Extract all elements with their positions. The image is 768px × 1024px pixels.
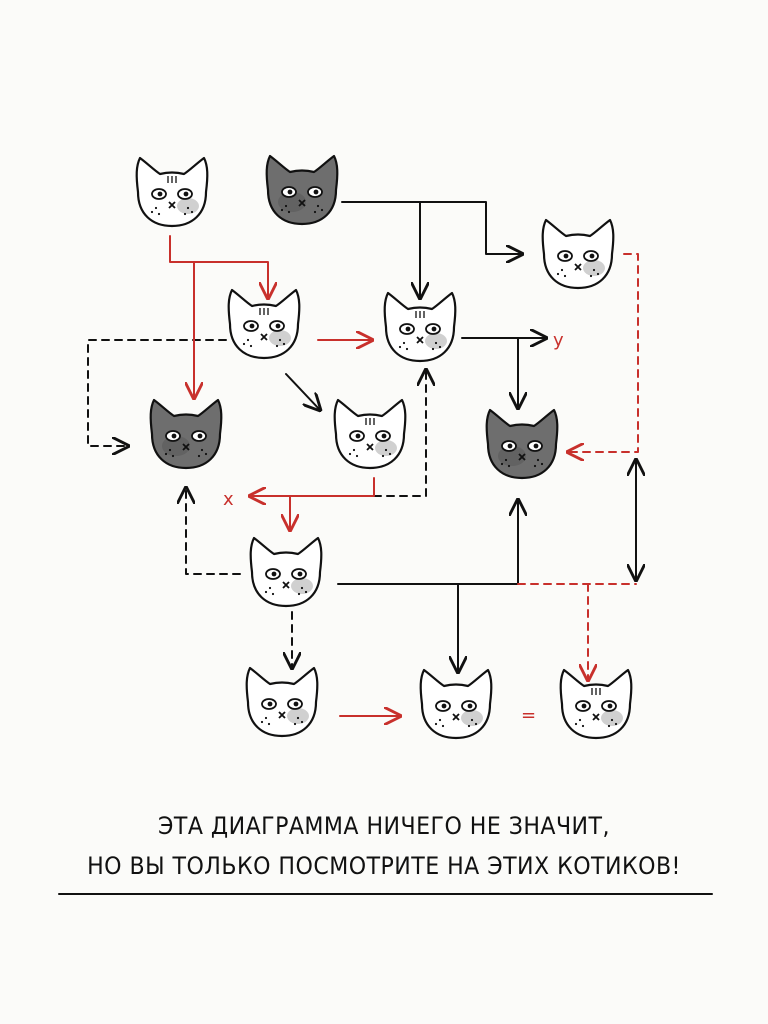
cat-face-icon: [135, 156, 209, 228]
cat-face-icon: [227, 288, 301, 360]
black-arrow: [285, 373, 320, 410]
black-arrow: [186, 488, 241, 575]
cat-face-icon: [419, 668, 493, 740]
cat-faces: [135, 154, 633, 740]
caption-line-2: НО ВЫ ТОЛЬКО ПОСМОТРИТЕ НА ЭТИХ КОТИКОВ!: [87, 852, 681, 880]
cat-face-icon: [245, 666, 319, 738]
cat-face-icon: [149, 398, 223, 470]
cat-face-icon: [333, 398, 407, 470]
caption-line-1: ЭТА ДИАГРАММА НИЧЕГО НЕ ЗНАЧИТ,: [158, 812, 610, 840]
caption-underline: [58, 893, 713, 895]
black-arrow: [341, 201, 522, 254]
cat-face-icon: [541, 218, 615, 290]
y-label: y: [553, 330, 564, 351]
black-arrow: [373, 370, 426, 497]
black-arrow: [337, 500, 518, 585]
cat-face-icon: [383, 291, 457, 363]
cat-face-icon: [559, 668, 633, 740]
red-arrow: [568, 253, 639, 452]
black-arrow: [87, 339, 227, 446]
cat-face-icon: [485, 408, 559, 480]
diagram-symbols: y x =: [223, 330, 564, 726]
cat-face-icon: [265, 154, 339, 226]
equals-sign: =: [521, 705, 536, 726]
red-arrow: [250, 477, 375, 496]
connector-arrows: [87, 201, 639, 716]
red-arrow: [169, 235, 268, 298]
x-label: x: [223, 489, 234, 510]
cat-face-icon: [249, 536, 323, 608]
